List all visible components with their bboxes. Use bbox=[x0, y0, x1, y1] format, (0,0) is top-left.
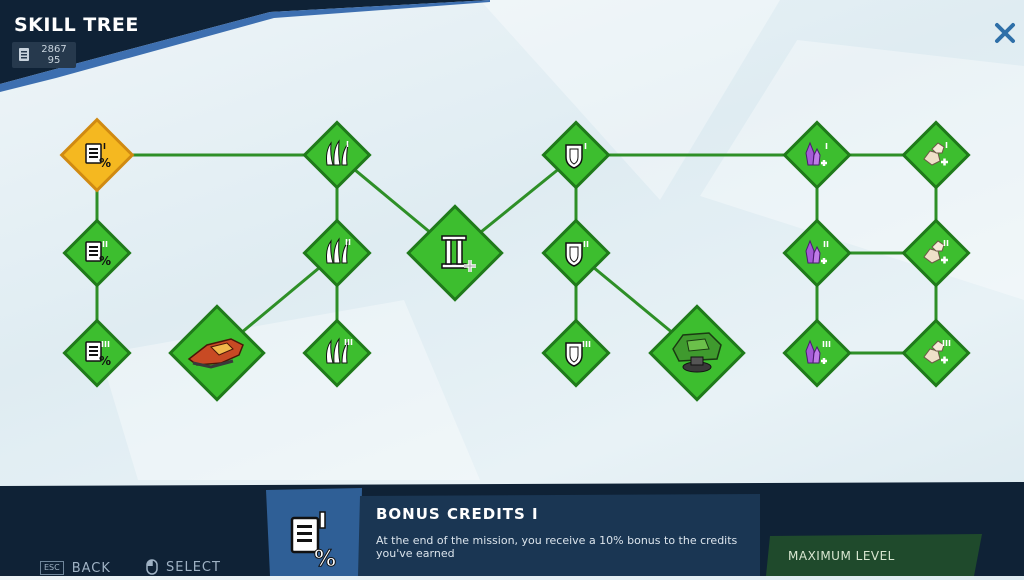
svg-text:I: I bbox=[346, 140, 349, 149]
skill-node-claws-3[interactable]: III bbox=[302, 318, 372, 388]
credits-percent-icon: % bbox=[290, 511, 337, 573]
svg-text:I: I bbox=[103, 142, 106, 151]
bottom-info-panel bbox=[0, 482, 1024, 576]
red-hover-ship-icon bbox=[187, 338, 244, 369]
svg-text:III: III bbox=[344, 338, 353, 347]
skill-node-crystal-1[interactable]: I bbox=[782, 120, 852, 190]
roman-two-plus-icon bbox=[441, 235, 476, 272]
svg-text:III: III bbox=[101, 340, 110, 349]
svg-text:II: II bbox=[583, 240, 589, 249]
back-label: BACK bbox=[71, 560, 111, 576]
skill-node-ore-1[interactable]: I bbox=[901, 120, 971, 190]
currency-value: 2867 bbox=[41, 44, 67, 55]
close-icon[interactable] bbox=[992, 20, 1018, 46]
top-bar bbox=[0, 0, 490, 92]
mouse-icon bbox=[146, 559, 158, 575]
skill-node-ship-unlock[interactable] bbox=[168, 304, 266, 402]
skill-node-claws-2[interactable]: II bbox=[302, 218, 372, 288]
skill-node-ore-3[interactable]: III bbox=[901, 318, 971, 388]
svg-text:III: III bbox=[582, 340, 591, 349]
skill-node-crystal-2[interactable]: II bbox=[782, 218, 852, 288]
skill-tree: % bbox=[59, 117, 971, 402]
credits-chip-icon bbox=[19, 48, 29, 61]
svg-text:II: II bbox=[943, 239, 949, 248]
svg-text:II: II bbox=[102, 240, 108, 249]
info-panel-icon-box: % bbox=[272, 490, 360, 576]
green-mech-icon bbox=[672, 332, 722, 373]
info-panel-title: BONUS CREDITS I bbox=[376, 505, 539, 523]
skill-node-claws-1[interactable]: I bbox=[302, 120, 372, 190]
currency-subvalue: 95 bbox=[47, 55, 61, 66]
svg-text:III: III bbox=[822, 340, 831, 349]
skill-node-mech-unlock[interactable] bbox=[648, 304, 746, 402]
svg-text:%: % bbox=[314, 547, 336, 572]
skill-node-bonus-credits-2[interactable]: II bbox=[62, 218, 132, 288]
skill-node-shield-2[interactable]: II bbox=[541, 218, 611, 288]
skill-node-bonus-credits-3[interactable]: III bbox=[62, 318, 132, 388]
svg-text:I: I bbox=[584, 142, 587, 151]
svg-text:I: I bbox=[945, 141, 948, 150]
max-level-status: MAXIMUM LEVEL bbox=[788, 549, 895, 563]
back-button[interactable]: ESC BACK bbox=[40, 560, 111, 576]
svg-text:I: I bbox=[825, 142, 828, 151]
page-title: SKILL TREE bbox=[14, 14, 139, 36]
skill-node-ore-2[interactable]: II bbox=[901, 218, 971, 288]
info-panel-description: At the end of the mission, you receive a… bbox=[376, 534, 738, 560]
skill-node-tier-two-upgrade[interactable] bbox=[406, 204, 504, 302]
svg-text:III: III bbox=[942, 339, 951, 348]
currency-display: 2867 95 bbox=[12, 42, 76, 68]
select-button[interactable]: SELECT bbox=[146, 559, 221, 575]
skill-node-shield-1[interactable]: I bbox=[541, 120, 611, 190]
skill-node-shield-3[interactable]: III bbox=[541, 318, 611, 388]
select-label: SELECT bbox=[166, 559, 221, 575]
skill-node-crystal-3[interactable]: III bbox=[782, 318, 852, 388]
esc-key-icon: ESC bbox=[40, 561, 64, 575]
svg-text:II: II bbox=[823, 240, 829, 249]
svg-text:II: II bbox=[345, 238, 351, 247]
skill-node-bonus-credits-1[interactable]: I bbox=[59, 117, 135, 193]
